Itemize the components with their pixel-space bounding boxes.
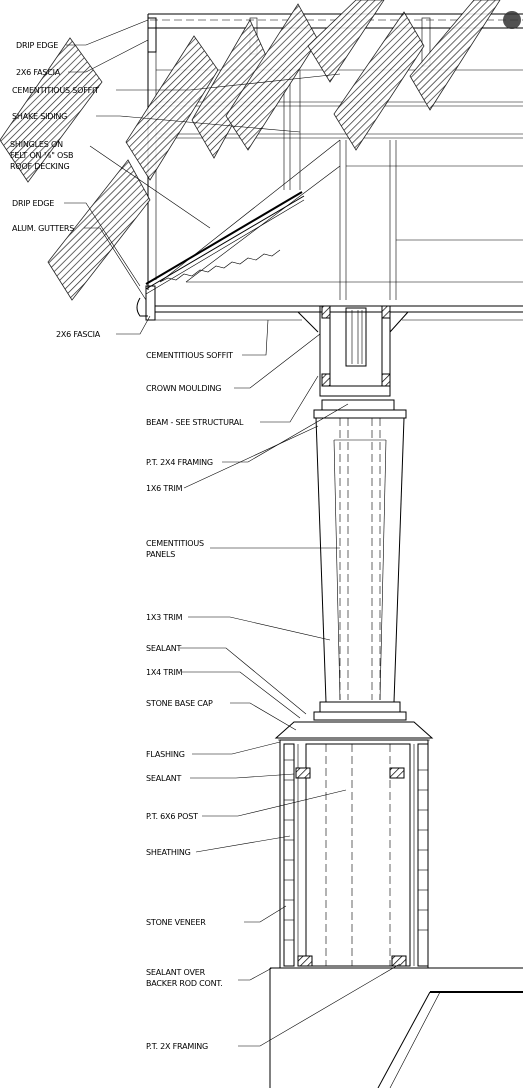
watermark-hatching	[0, 0, 521, 301]
label-shingles-line2: FELT ON ⅞" OSB	[10, 151, 73, 160]
label-crown: CROWN MOULDING	[146, 384, 221, 393]
label-trim-1x6: 1X6 TRIM	[146, 484, 183, 493]
label-shake-siding: SHAKE SIDING	[12, 112, 67, 121]
tapered-column	[313, 409, 407, 721]
label-beam: BEAM - SEE STRUCTURAL	[146, 418, 244, 427]
beam-assembly	[297, 305, 409, 411]
label-fascia-top: 2X6 FASCIA	[16, 68, 61, 77]
foundation	[269, 967, 523, 1088]
label-base-cap: STONE BASE CAP	[146, 699, 213, 708]
label-shingles-line1: SHINGLES ON	[10, 140, 63, 149]
label-pt-2x4: P.T. 2X4 FRAMING	[146, 458, 213, 467]
label-sealant-backer-line1: SEALANT OVER	[146, 968, 206, 977]
label-pt-6x6: P.T. 6X6 POST	[146, 812, 198, 821]
label-soffit-low: CEMENTITIOUS SOFFIT	[146, 351, 233, 360]
upper-labels: DRIP EDGE 2X6 FASCIA CEMENTITIOUS SOFFIT…	[10, 41, 101, 339]
label-panels-line2: PANELS	[146, 550, 175, 559]
label-pt-2x-framing: P.T. 2X FRAMING	[146, 1042, 208, 1051]
label-gutters: ALUM. GUTTERS	[12, 224, 74, 233]
label-drip-edge-top: DRIP EDGE	[16, 41, 58, 50]
label-trim-1x4: 1X4 TRIM	[146, 668, 183, 677]
roof-deck	[145, 191, 305, 295]
label-flashing: FLASHING	[146, 750, 185, 759]
stone-base	[274, 721, 434, 969]
label-sealant-2: SEALANT	[146, 774, 182, 783]
column-labels: CEMENTITIOUS SOFFIT CROWN MOULDING BEAM …	[146, 351, 244, 1051]
label-panels-line1: CEMENTITIOUS	[146, 539, 204, 548]
label-stone-veneer: STONE VENEER	[146, 918, 206, 927]
label-soffit-top: CEMENTITIOUS SOFFIT	[12, 86, 99, 95]
label-sealant-backer-line2: BACKER ROD CONT.	[146, 979, 223, 988]
leader-lines	[64, 19, 401, 1047]
label-fascia-low: 2X6 FASCIA	[56, 330, 101, 339]
label-shingles-line3: ROOF DECKING	[10, 162, 70, 171]
label-sheathing: SHEATHING	[146, 848, 191, 857]
label-sealant-1: SEALANT	[146, 644, 182, 653]
label-trim-1x3: 1X3 TRIM	[146, 613, 183, 622]
label-drip-edge-low: DRIP EDGE	[12, 199, 54, 208]
